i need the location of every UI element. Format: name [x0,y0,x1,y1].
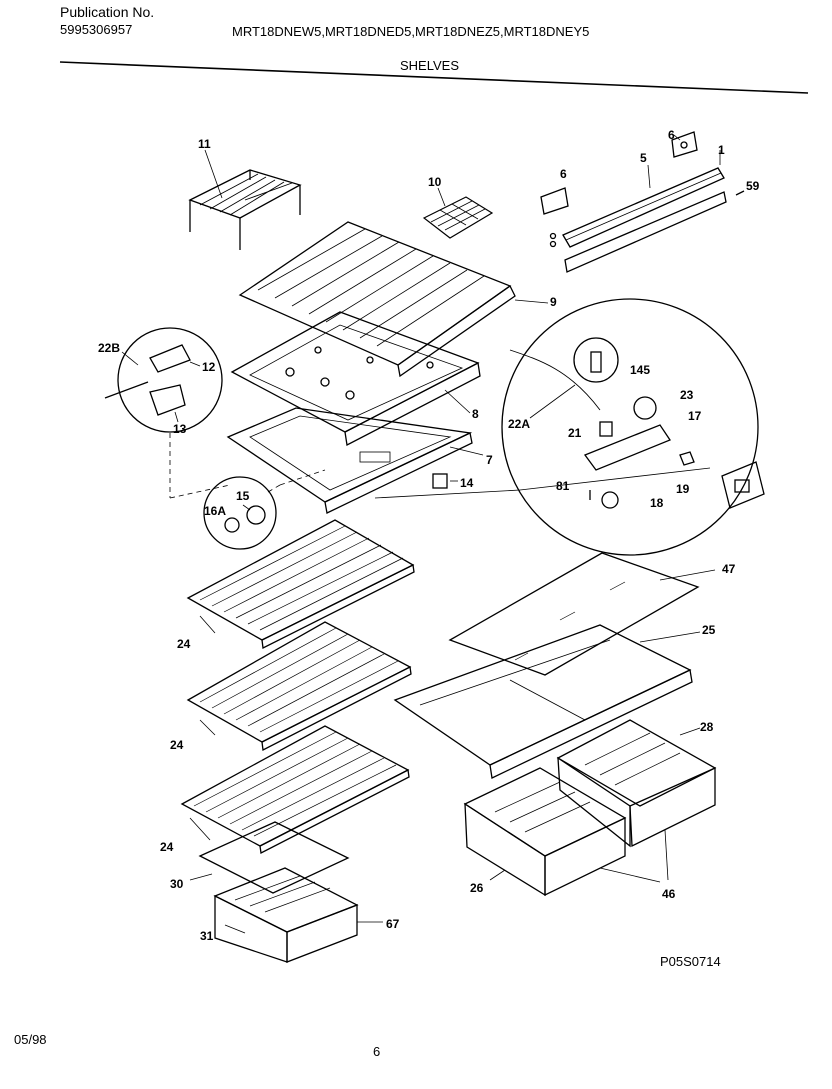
part-26-drawer [463,767,669,897]
detail-circle-right [501,298,759,556]
callout-22a: 22A [508,417,530,431]
part-30-crisper-cover [189,821,350,894]
callout-31: 31 [200,929,214,943]
page-number: 6 [373,1044,381,1059]
callout-1: 1 [718,143,725,157]
callout-9: 9 [550,295,557,309]
part-31-drawer [213,867,383,963]
part-switch-box [721,461,765,509]
part-10-egg-tray [422,187,494,239]
callout-22b: 22B [98,341,120,355]
part-25-crisper-frame [393,624,701,779]
callout-21: 21 [568,426,582,440]
part-8-shelf-frame [230,311,481,446]
footer-date: 05/98 [14,1032,47,1047]
part-47-glass-panel [448,552,716,676]
callout-17: 17 [688,409,702,423]
part-28-drawer [556,719,717,848]
detail-circle-left [104,327,223,433]
part-24-wire-shelf-3 [180,725,410,854]
callout-24-shelf-3: 24 [160,840,174,854]
callout-25: 25 [702,623,716,637]
part-24-wire-shelf-1 [186,519,415,649]
callout-145: 145 [630,363,650,377]
callout-23: 23 [680,388,694,402]
callout-46: 46 [662,887,676,901]
callout-67: 67 [386,917,400,931]
header-rule [59,61,809,94]
callout-6-bracket: 6 [560,167,567,181]
callout-59: 59 [746,179,760,193]
callout-7: 7 [486,453,493,467]
callout-24-shelf-2: 24 [170,738,184,752]
callout-8: 8 [472,407,479,421]
dashed-leaders [169,433,326,499]
publication-number: 5995306957 [60,22,133,37]
callout-26: 26 [470,881,484,895]
part-24-wire-shelf-2 [186,621,412,752]
callout-6-top: 6 [668,128,675,142]
section-title: SHELVES [400,58,460,73]
part-11-wire-rack [188,149,302,250]
callout-81: 81 [556,479,570,493]
callout-13: 13 [173,422,187,436]
callout-5: 5 [640,151,647,165]
callout-16a: 16A [204,504,226,518]
callout-24-shelf-1: 24 [177,637,191,651]
figure-code: P05S0714 [660,954,721,969]
model-numbers: MRT18DNEW5,MRT18DNED5,MRT18DNEZ5,MRT18DN… [232,24,590,39]
callout-14: 14 [460,476,474,490]
callout-18: 18 [650,496,664,510]
detail-circle-small [203,476,277,550]
publication-label: Publication No. [60,4,155,20]
callout-11: 11 [198,137,211,151]
callout-30: 30 [170,877,184,891]
part-14-clip [432,473,458,489]
callout-28: 28 [700,720,714,734]
part-9-top-shelf [238,221,549,378]
callout-19: 19 [676,482,690,496]
callout-10: 10 [428,175,442,189]
callout-12: 12 [202,360,216,374]
part-7-shelf-pan [226,407,484,514]
part-1-5-6-rails [540,131,745,273]
callout-15: 15 [236,489,250,503]
callout-47: 47 [722,562,736,576]
